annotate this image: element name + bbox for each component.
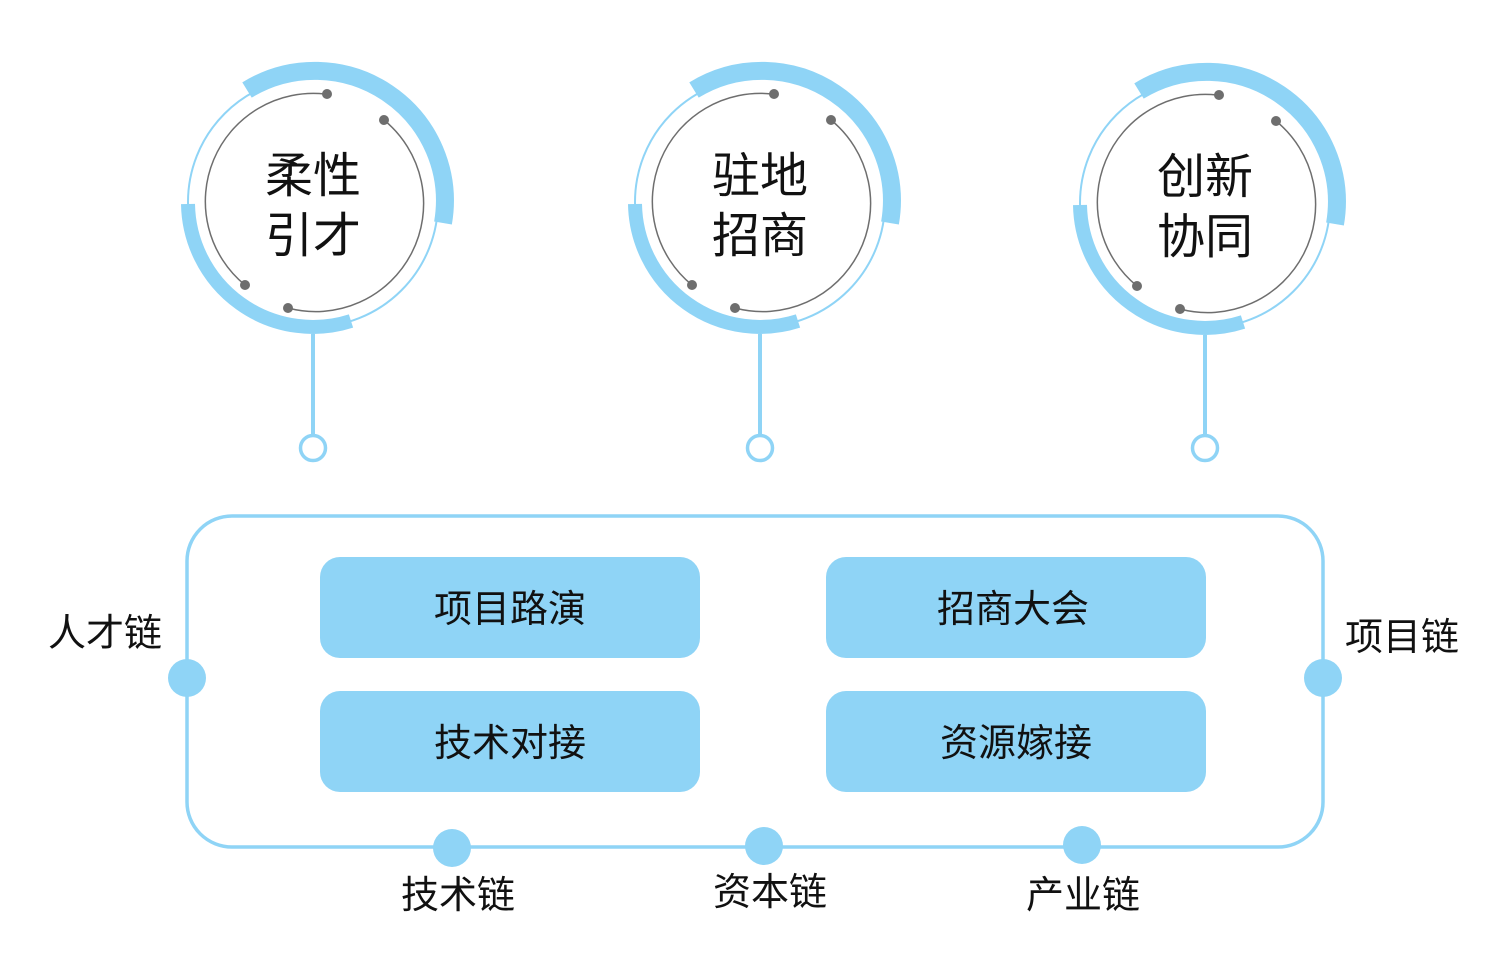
activity-box-label: 技术对接 xyxy=(434,721,586,765)
node-dot xyxy=(769,89,779,99)
chain-dot-bottom-3 xyxy=(1063,826,1101,864)
arc-top-right xyxy=(689,61,901,225)
activity-box-label: 资源嫁接 xyxy=(940,721,1092,765)
circle-label-line1: 驻地 xyxy=(712,148,808,204)
inner-arc-right xyxy=(287,119,425,313)
node-dot xyxy=(1214,90,1224,100)
chain-label-right: 项目链 xyxy=(1345,615,1459,659)
node-dot xyxy=(687,280,697,290)
node-dot xyxy=(1132,281,1142,291)
activity-box-4: 资源嫁接 xyxy=(826,691,1206,792)
circle-node-1: 柔性 引才 xyxy=(181,61,454,463)
chain-label-bottom-1: 技术链 xyxy=(401,873,515,917)
chain-dot-left xyxy=(168,659,206,697)
chain-dot-bottom-2 xyxy=(745,827,783,865)
node-dot xyxy=(322,89,332,99)
chain-dot-right xyxy=(1304,659,1342,697)
circle-label-line2: 引才 xyxy=(265,208,361,264)
stem-end-ring xyxy=(745,433,775,463)
circle-label-line1: 创新 xyxy=(1157,149,1253,205)
inner-arc-right xyxy=(734,119,872,313)
node-dot xyxy=(240,280,250,290)
arc-top-right xyxy=(1134,62,1346,226)
chain-dot-bottom-1 xyxy=(433,829,471,867)
activity-box-2: 招商大会 xyxy=(826,557,1206,658)
inner-arc-left xyxy=(204,92,326,286)
circle-label-line1: 柔性 xyxy=(265,148,361,204)
chain-label-bottom-2: 资本链 xyxy=(713,870,827,914)
node-dot xyxy=(1271,116,1281,126)
circle-label-line2: 协同 xyxy=(1157,209,1253,265)
activity-box-label: 项目路演 xyxy=(434,587,586,631)
node-dot xyxy=(826,115,836,125)
chain-label-left: 人才链 xyxy=(48,611,162,655)
activity-box-1: 项目路演 xyxy=(320,557,700,658)
circle-label-line2: 招商 xyxy=(712,208,808,264)
chain-label-bottom-3: 产业链 xyxy=(1026,873,1140,917)
activity-box-label: 招商大会 xyxy=(937,587,1089,631)
stem-end-ring xyxy=(1190,433,1220,463)
node-dot xyxy=(379,115,389,125)
arc-bottom-left xyxy=(628,203,801,334)
circle-node-3: 创新 协同 xyxy=(1073,62,1346,463)
circle-node-2: 驻地 招商 xyxy=(628,61,901,463)
inner-arc-left xyxy=(1096,93,1218,287)
arc-bottom-left xyxy=(1073,204,1246,335)
arc-top-right xyxy=(242,61,454,225)
node-dot xyxy=(283,303,293,313)
node-dot xyxy=(730,303,740,313)
inner-arc-left xyxy=(651,92,773,286)
node-dot xyxy=(1175,304,1185,314)
activity-box-3: 技术对接 xyxy=(320,691,700,792)
arc-bottom-left xyxy=(181,203,354,334)
stem-end-ring xyxy=(298,433,328,463)
inner-arc-right xyxy=(1179,120,1317,314)
